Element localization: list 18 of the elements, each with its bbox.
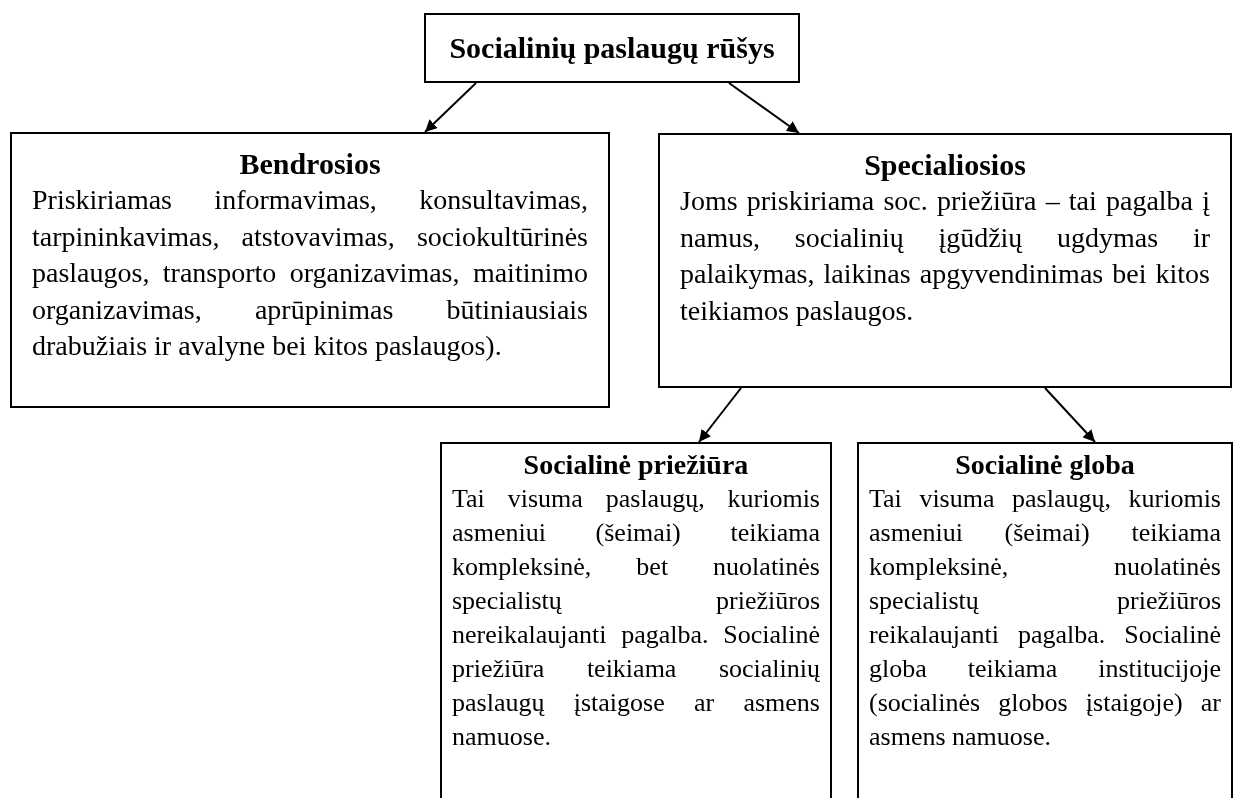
box-heading: Specialiosios	[863, 147, 1027, 183]
arrow	[698, 387, 742, 443]
arrow	[728, 82, 800, 134]
box-heading: Socialinė globa	[954, 448, 1136, 482]
box-description: Priskiriamas informavimas, konsultavimas, tarpininkavimas, atstovavimas, sociokultūrinės paslaugos, transporto organizavimas, maitinimo organizavimas, aprūpinimas būtiniausiais drabužiais ir avalyne bei kitos paslaugos).	[32, 183, 588, 363]
text-box	[440, 442, 832, 798]
arrow	[424, 82, 477, 133]
box-heading: Socialinė priežiūra	[522, 448, 750, 482]
box-heading: Bendrosios	[238, 146, 382, 182]
text-box	[10, 132, 610, 408]
text-box	[424, 13, 800, 83]
box-description: Tai visuma paslaugų, kuriomis asmeniui (šeimai) teikiama kompleksinė, bet nuolatinės specialistų priežiūros nereikalaujanti pagalba. Socialinė priežiūra teikiama socialinių paslaugų įstaigose ar asmens namuose.	[452, 483, 820, 753]
text-box	[658, 133, 1232, 388]
arrow	[1044, 387, 1096, 443]
text-box	[857, 442, 1233, 798]
box-heading: Socialinių paslaugų rūšys	[448, 30, 776, 66]
box-description: Tai visuma paslaugų, kuriomis asmeniui (šeimai) teikiama kompleksinė, nuolatinės specialistų priežiūros reikalaujanti pagalba. Socialinė globa teikiama institucijoje (socialinės globos įstaigoje) ar asmens namuose.	[869, 483, 1221, 753]
box-description: Joms priskiriama soc. priežiūra – tai pagalba į namus, socialinių įgūdžių ugdymas ir palaikymas, laikinas apgyvendinimas bei kitos teikiamos paslaugos.	[680, 184, 1210, 328]
